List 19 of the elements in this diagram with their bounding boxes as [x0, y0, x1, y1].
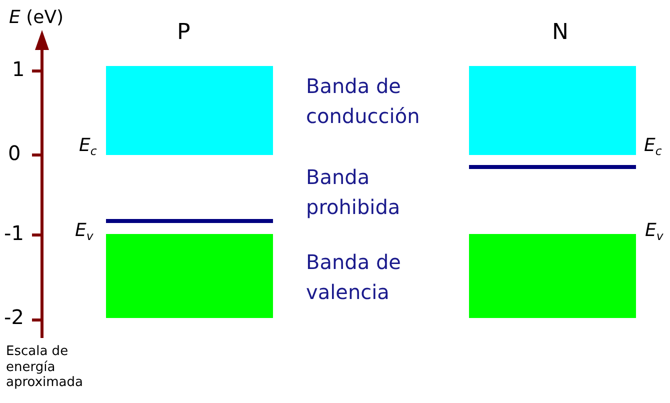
band-label: Banda prohibida	[306, 164, 402, 221]
tick-label: -1	[4, 221, 24, 245]
tick-label: 0	[8, 141, 21, 165]
valence-band	[106, 234, 273, 318]
band-label: Banda de valencia	[306, 249, 402, 306]
tick-label: 1	[12, 57, 25, 81]
tick-label: -2	[4, 305, 24, 329]
valence-band	[469, 234, 636, 318]
energy-level-label: E$_{c}$	[79, 135, 97, 158]
energy-level-label: E$_{c}$	[644, 135, 662, 158]
conduction-band	[469, 66, 636, 155]
band-label: Banda de conducción	[306, 73, 421, 130]
energy-level-label: E$_{v}$	[75, 220, 94, 244]
axis-caption: Escala de energía aproximada	[6, 344, 84, 391]
column-heading: P	[177, 20, 190, 46]
conduction-band	[106, 66, 273, 155]
column-heading: N	[552, 20, 568, 46]
axis-label: E (eV)	[9, 7, 64, 29]
energy-level-label: E$_{v}$	[645, 220, 664, 244]
